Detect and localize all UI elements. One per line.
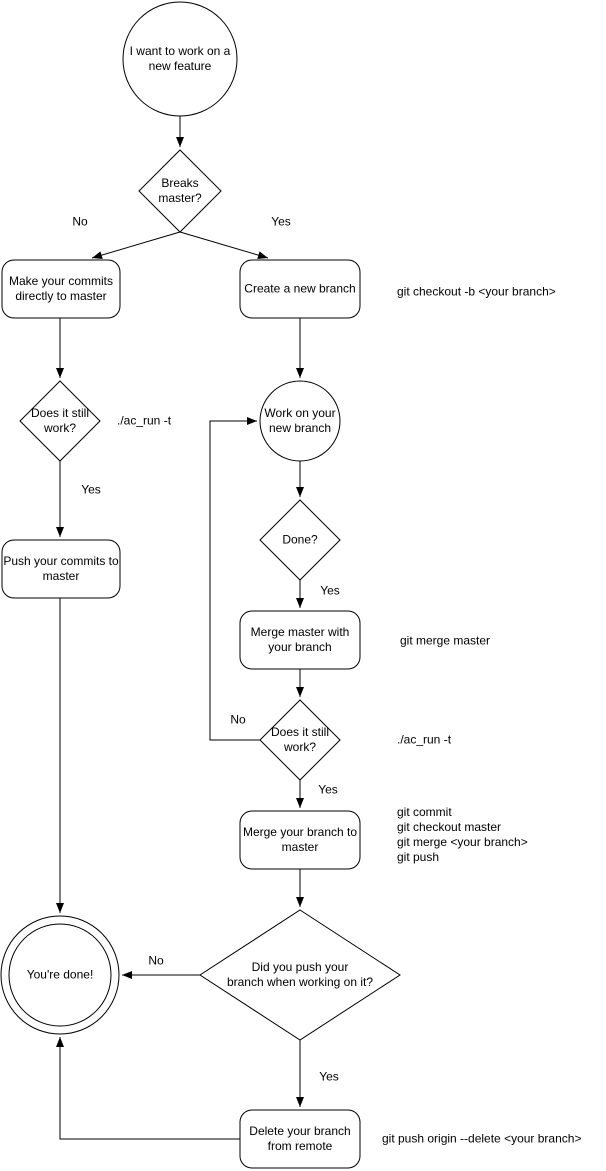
annotation-ac-run-1: ./ac_run -t (117, 413, 172, 428)
node-still-work-1 (19, 380, 101, 462)
node-youre-done (0, 915, 120, 1035)
edges-layer (56, 116, 304, 1140)
annotation-git-merge-block: git commit git checkout master git merge… (397, 805, 528, 864)
node-label-youre-done: You're done! (26, 967, 94, 982)
node-label-merge-master-with-branch: Merge master with your branch (250, 625, 350, 654)
edge-deleteremote-to-youredone (56, 1037, 240, 1140)
node-label-breaks-master: Breaks master? (158, 176, 202, 205)
node-push-commits (1, 539, 121, 599)
node-done-q (259, 499, 341, 581)
annotation-git-checkout: git checkout -b <your branch> (397, 284, 556, 299)
node-breaks-master (138, 149, 222, 233)
label-yes-stillwork2: Yes (318, 782, 338, 797)
annotation-ac-run-2: ./ac_run -t (397, 732, 452, 747)
edge-stillwork2-no-loop (209, 417, 260, 741)
node-commits-to-master (1, 259, 121, 319)
node-merge-branch-to-master (239, 810, 361, 870)
annotation-git-merge-master: git merge master (400, 633, 491, 648)
node-label-push-commits: Push your commits to master (3, 554, 119, 583)
shapes-layer (0, 1, 401, 1169)
node-label-create-branch: Create a new branch (244, 281, 356, 296)
node-label-start: I want to work on a new feature (129, 44, 231, 73)
label-no-breaks-master: No (72, 214, 88, 229)
node-create-branch (239, 259, 361, 319)
edge-breaks-master-no (91, 231, 181, 260)
node-label-still-work-1: Does it still work? (30, 406, 90, 435)
node-label-still-work-2: Does it still work? (270, 725, 330, 754)
label-yes-stillwork1: Yes (81, 482, 101, 497)
label-no-stillwork2: No (230, 712, 246, 727)
edge-breaks-master-yes (179, 231, 269, 260)
label-no-didpush: No (148, 953, 164, 968)
node-label-done-q: Done? (282, 532, 318, 547)
node-label-delete-remote-branch: Delete your branch from remote (249, 1124, 351, 1153)
node-did-you-push (199, 909, 401, 1041)
node-still-work-2 (259, 699, 341, 781)
node-label-did-you-push: Did you push your branch when working on… (226, 960, 374, 989)
node-merge-master-with-branch (239, 610, 361, 670)
node-start (122, 1, 238, 117)
node-delete-remote-branch (239, 1109, 361, 1169)
node-label-merge-branch-to-master: Merge your branch to master (242, 825, 358, 854)
node-youre-done-inner (8, 923, 112, 1027)
node-label-commits-to-master: Make your commits directly to master (8, 274, 114, 303)
node-work-on-branch (259, 380, 341, 462)
label-yes-didpush: Yes (319, 1069, 339, 1084)
annotation-git-push-delete: git push origin --delete <your branch> (382, 1131, 582, 1146)
node-label-work-on-branch: Work on your new branch (264, 406, 336, 435)
label-yes-done: Yes (320, 583, 340, 598)
label-yes-breaks-master: Yes (271, 214, 291, 229)
